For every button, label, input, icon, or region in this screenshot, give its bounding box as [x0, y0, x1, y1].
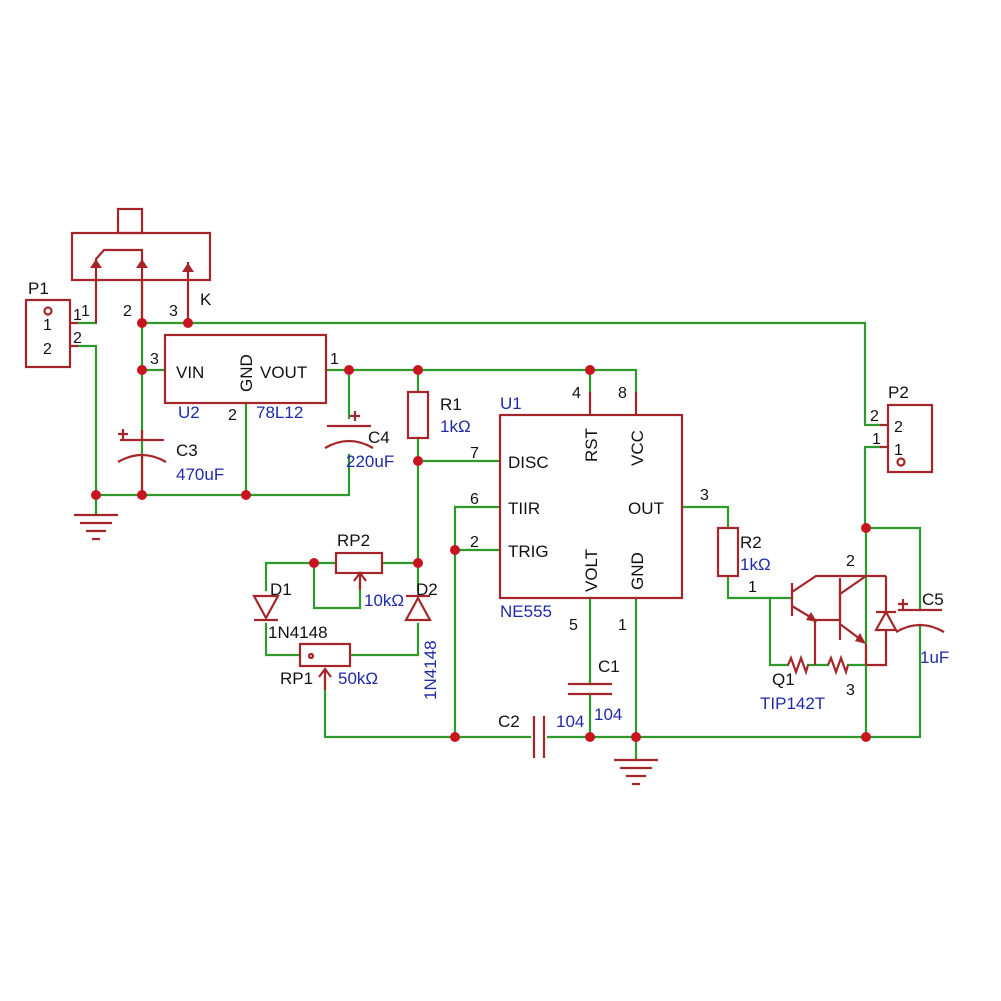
- ground-symbol-left: [74, 513, 118, 541]
- u1-pin6-label: 6: [470, 491, 479, 508]
- c2-ref: C2: [498, 712, 520, 731]
- u2-vout-label: VOUT: [260, 363, 307, 382]
- r1-value: 1kΩ: [440, 417, 471, 436]
- c4-ref: C4: [368, 428, 390, 447]
- p2-connector: [880, 403, 934, 474]
- u2-pin3-label: 3: [150, 351, 159, 368]
- capacitor-c2: [532, 716, 546, 758]
- u1-pin2-label: 2: [470, 534, 479, 551]
- q1-ref: Q1: [772, 670, 795, 689]
- q1-pin2-label: 2: [846, 553, 855, 570]
- switch-k-ref: K: [200, 290, 212, 309]
- resistor-r1: [406, 390, 430, 440]
- u1-rst-label: RST: [582, 428, 601, 462]
- c2-value: 104: [556, 712, 584, 731]
- transistor-q1: [786, 574, 898, 676]
- d1-ref: D1: [270, 580, 292, 599]
- c3-ref: C3: [176, 441, 198, 460]
- switch-pin2-label: 2: [123, 303, 132, 320]
- p1-pin2-label: 2: [43, 341, 52, 358]
- u2-pin1-label: 1: [330, 351, 339, 368]
- p1-pin1-outer-label: 1: [73, 307, 82, 324]
- c5-value: 1uF: [920, 648, 949, 667]
- diode-d2: [404, 594, 432, 622]
- u1-trig-label: TRIG: [508, 542, 549, 561]
- d2-ref: D2: [416, 580, 438, 599]
- q1-pin3-label: 3: [846, 682, 855, 699]
- u2-ref: U2: [178, 403, 200, 422]
- u2-value: 78L12: [256, 403, 303, 422]
- rp2-ref: RP2: [337, 531, 370, 550]
- r1-ref: R1: [440, 395, 462, 414]
- c5-ref: C5: [922, 590, 944, 609]
- rp1-ref: RP1: [280, 669, 313, 688]
- u2-gnd-label: GND: [237, 354, 256, 392]
- p2-ref: P2: [888, 383, 909, 402]
- regulator-u2: [163, 333, 328, 405]
- timer-u1: [498, 392, 684, 600]
- d2-value: 1N4148: [421, 640, 440, 700]
- capacitor-c4: [324, 411, 374, 449]
- c3-value: 470uF: [176, 465, 224, 484]
- p2-pin1-label: 1: [894, 442, 903, 459]
- p1-pin1-label: 1: [43, 317, 52, 334]
- slide-switch-k: [70, 207, 212, 323]
- c1-value: 104: [594, 705, 622, 724]
- q1-value: TIP142T: [760, 694, 825, 713]
- u1-disc-label: DISC: [508, 453, 549, 472]
- rp2-value: 10kΩ: [364, 591, 404, 610]
- c1-ref: C1: [598, 657, 620, 676]
- c4-value: 220uF: [346, 452, 394, 471]
- rp1-value: 50kΩ: [338, 669, 378, 688]
- u1-out-label: OUT: [628, 499, 664, 518]
- p2-pin1-outer-label: 1: [872, 431, 881, 448]
- ground-symbol-center: [614, 758, 658, 786]
- potentiometer-rp1: [298, 642, 352, 690]
- u1-pin8-label: 8: [618, 385, 627, 402]
- resistor-r2: [716, 526, 740, 578]
- r2-ref: R2: [740, 533, 762, 552]
- u1-value: NE555: [500, 602, 552, 621]
- u1-vcc-label: VCC: [628, 430, 647, 466]
- capacitor-c5: [895, 599, 945, 633]
- u1-pin5-label: 5: [569, 617, 578, 634]
- u2-pin2-label: 2: [228, 407, 237, 424]
- u1-ref: U1: [500, 394, 522, 413]
- switch-pin1-label: 1: [81, 303, 90, 320]
- p1-connector: [24, 298, 78, 369]
- u1-pin7-label: 7: [470, 445, 479, 462]
- potentiometer-rp2: [334, 551, 384, 590]
- capacitor-c1: [568, 682, 612, 696]
- p2-pin2-label: 2: [894, 419, 903, 436]
- d1-value: 1N4148: [268, 623, 328, 642]
- r2-value: 1kΩ: [740, 555, 771, 574]
- u1-gnd-label: GND: [628, 552, 647, 590]
- u1-pin1-label: 1: [618, 617, 627, 634]
- u1-tiir-label: TIIR: [508, 499, 540, 518]
- u1-pin3-label: 3: [700, 487, 709, 504]
- q1-pin1-label: 1: [748, 579, 757, 596]
- diode-d1: [252, 594, 280, 622]
- u1-pin4-label: 4: [572, 385, 581, 402]
- p1-ref: P1: [28, 279, 49, 298]
- p1-pin2-outer-label: 2: [73, 330, 82, 347]
- p2-pin2-outer-label: 2: [870, 408, 879, 425]
- u1-volt-label: VOLT: [582, 549, 601, 592]
- capacitor-c3: [117, 429, 167, 495]
- switch-pin3-label: 3: [169, 303, 178, 320]
- u2-vin-label: VIN: [176, 363, 204, 382]
- junction-nodes: [91, 318, 871, 742]
